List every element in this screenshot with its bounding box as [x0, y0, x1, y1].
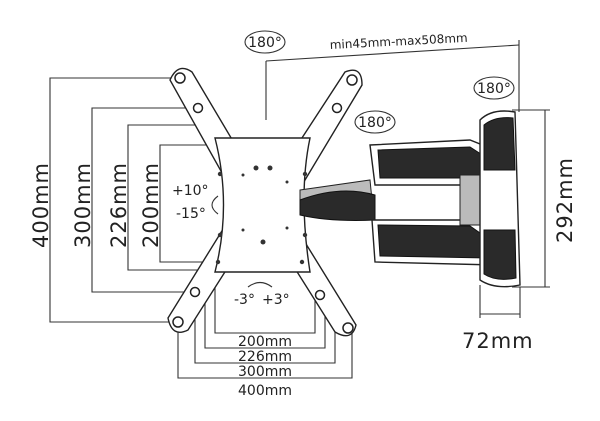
vesa-dimension-lines [49, 77, 353, 379]
wall-plate-dimension-lines [479, 109, 550, 318]
vertical-dim-200: 200mm [139, 162, 163, 248]
horizontal-dim-300: 300mm [238, 364, 292, 380]
vertical-dim-400: 400mm [29, 162, 53, 248]
articulating-arm [299, 110, 521, 288]
depth-dimension [265, 40, 520, 120]
swivel-badge: 180° [473, 76, 515, 100]
swivel-badge: 180° [354, 110, 396, 134]
vertical-dim-226: 226mm [107, 162, 131, 248]
arm-extension-label: min45mm-max508mm [329, 31, 468, 52]
rotation-arc-icon [247, 281, 273, 288]
horizontal-dim-226: 226mm [238, 349, 292, 365]
rotate-right-label: +3° [262, 292, 290, 308]
horizontal-dim-200: 200mm [238, 334, 292, 350]
tilt-arc-icon [211, 195, 219, 215]
rotate-left-label: -3° [234, 292, 255, 308]
swivel-badge: 180° [244, 30, 286, 54]
horizontal-dim-400: 400mm [238, 383, 292, 399]
svg-text:180°: 180° [358, 115, 392, 131]
wall-plate-height-label: 292mm [553, 157, 577, 243]
wall-plate-depth-label: 72mm [462, 329, 534, 353]
tilt-down-label: -15° [176, 206, 206, 222]
svg-text:180°: 180° [248, 35, 282, 51]
tilt-up-label: +10° [172, 183, 209, 199]
vertical-dim-300: 300mm [71, 162, 95, 248]
svg-text:180°: 180° [477, 81, 511, 97]
vesa-bracket [167, 67, 363, 337]
